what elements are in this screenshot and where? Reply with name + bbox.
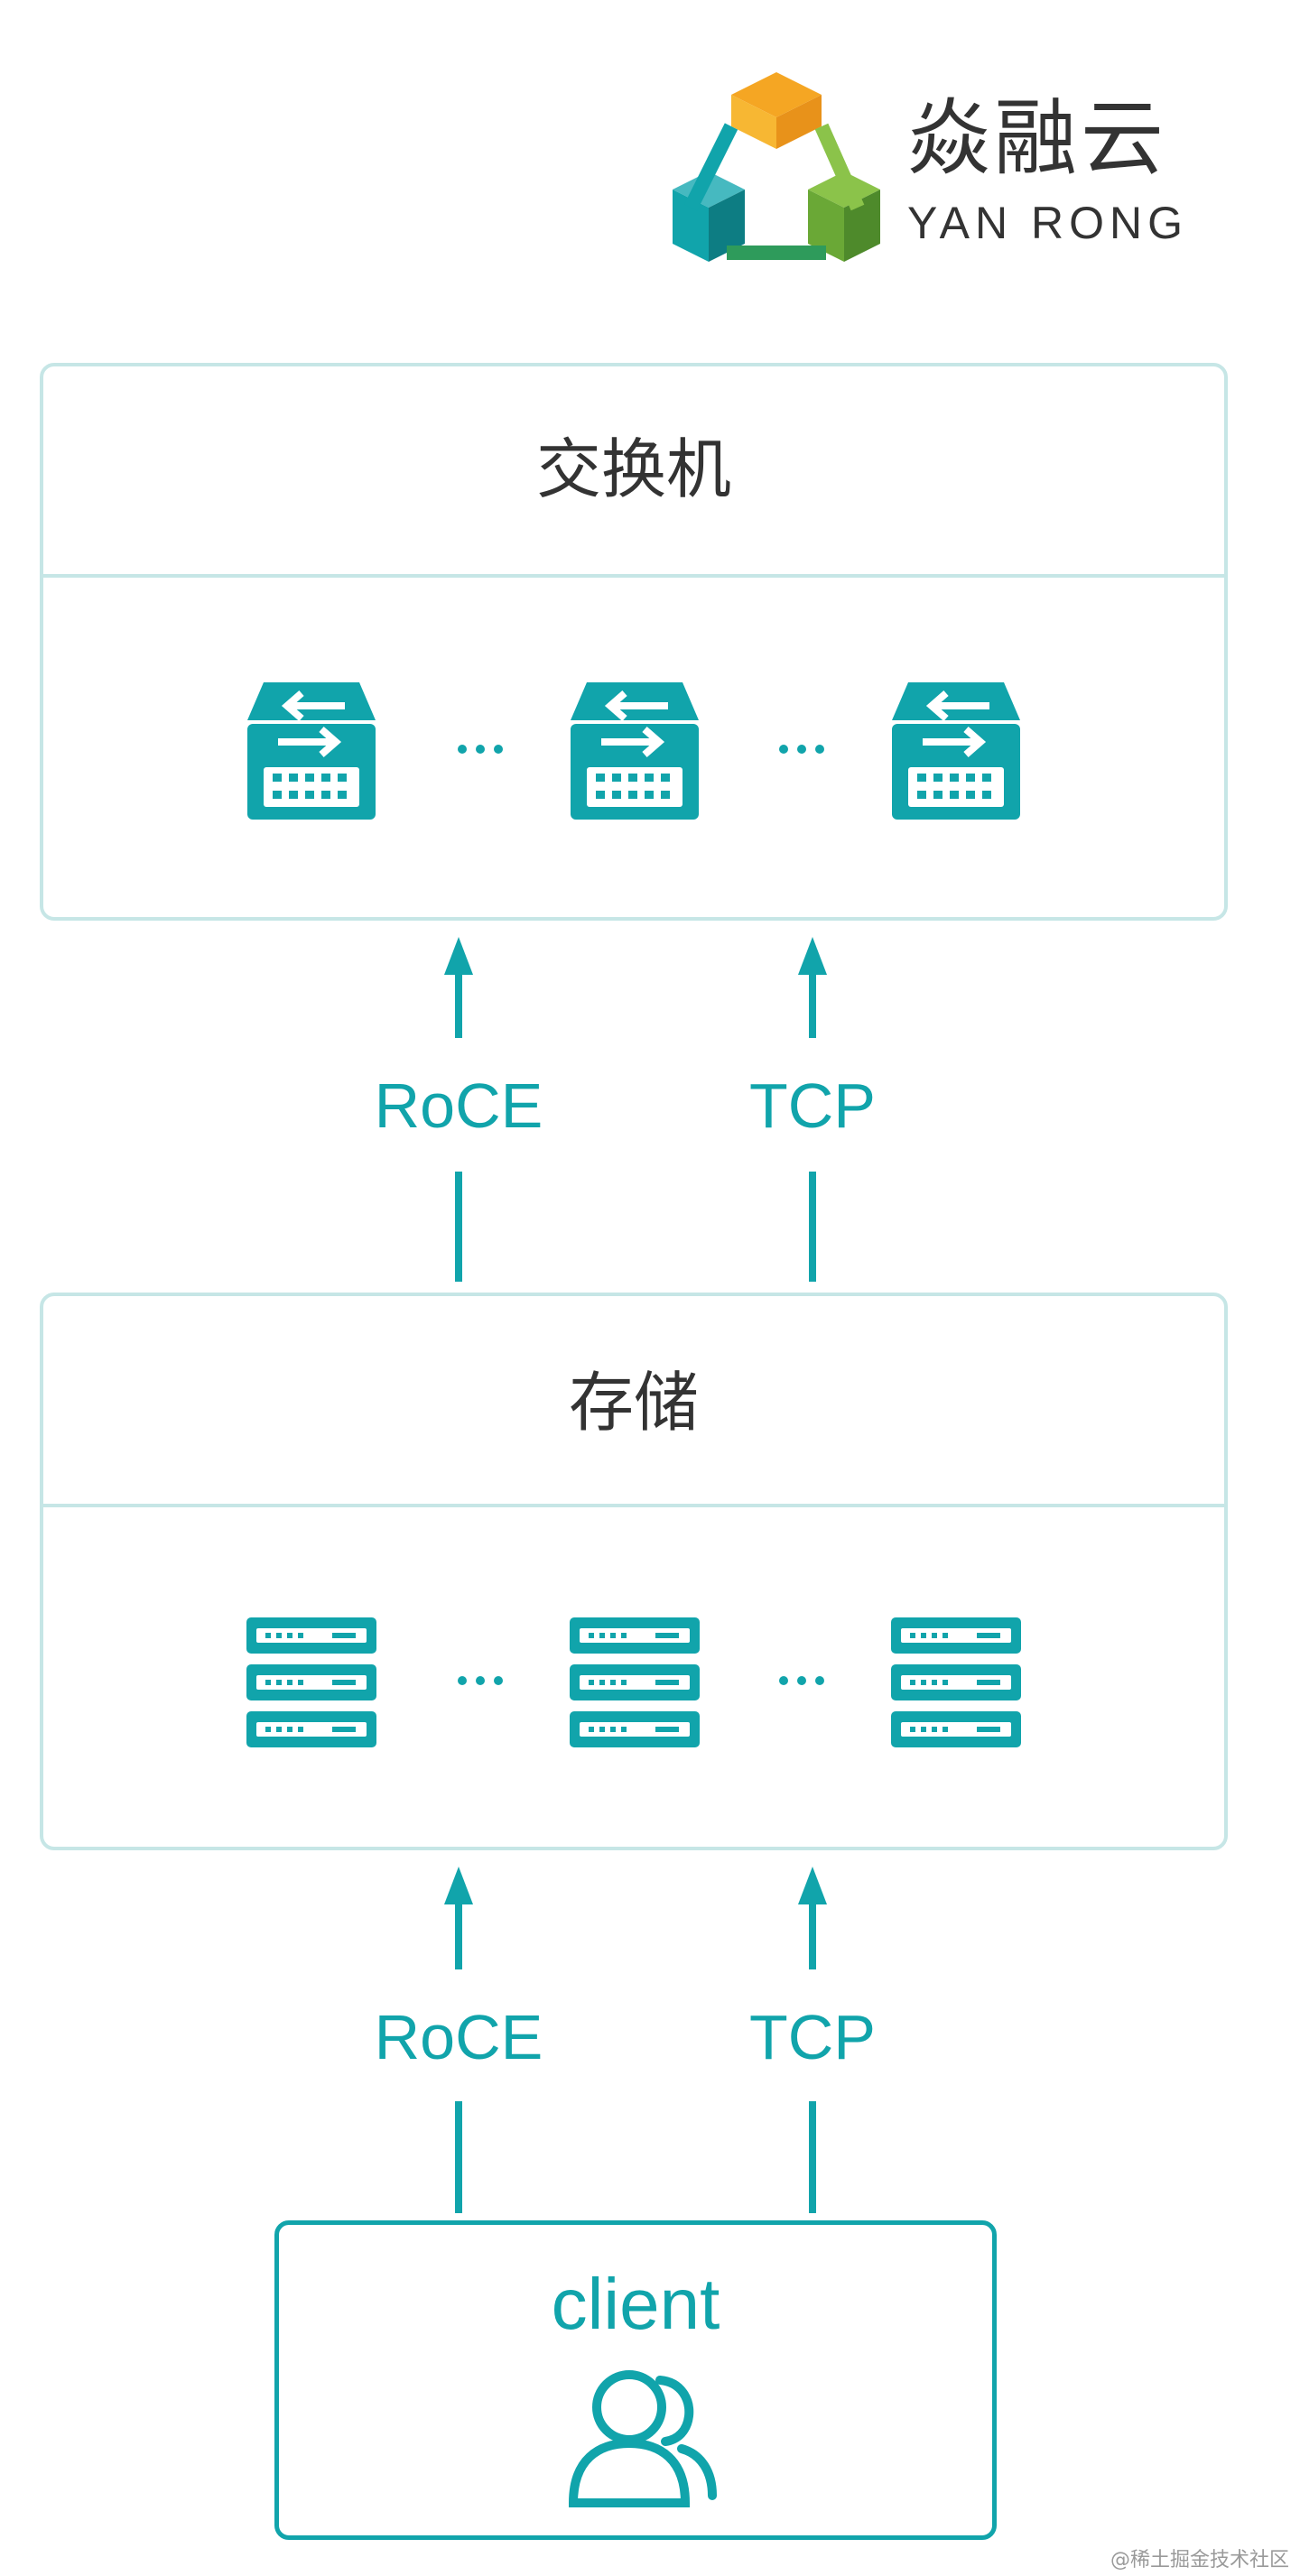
link-arrow-roce-lower [444, 1867, 473, 2213]
switch-box: 交换机 [40, 363, 1228, 921]
brand-name-cn: 焱融云 [907, 90, 1168, 187]
link-arrow-tcp-lower [798, 1867, 827, 2213]
client-label: client [551, 2264, 720, 2344]
brand-name-en: YAN RONG [907, 198, 1188, 248]
link-label-tcp-lower: TCP [749, 2002, 876, 2072]
storage-server-icon [244, 1614, 379, 1749]
storage-separator-1 [453, 1672, 507, 1690]
upper-link-arrows [444, 937, 827, 1282]
switch-box-title: 交换机 [535, 431, 731, 507]
link-label-tcp-upper: TCP [749, 1070, 876, 1141]
network-switch-icon [888, 679, 1024, 823]
switch-box-divider [43, 574, 1224, 578]
storage-box-title: 存储 [568, 1365, 699, 1441]
lower-link-arrows [444, 1867, 827, 2213]
watermark: @稀土掘金技术社区 [1110, 2549, 1290, 2571]
switch-separator-1 [453, 740, 507, 758]
storage-separator-2 [775, 1672, 829, 1690]
brand-logo [673, 72, 880, 271]
link-arrow-roce-upper [444, 937, 473, 1282]
storage-box-divider [43, 1504, 1224, 1507]
storage-server-icon [567, 1614, 702, 1749]
client-box: client [274, 2220, 997, 2540]
link-label-roce-lower: RoCE [374, 2002, 543, 2072]
switch-separator-2 [775, 740, 829, 758]
users-icon [568, 2370, 717, 2507]
storage-box: 存储 [40, 1293, 1228, 1850]
network-switch-icon [244, 679, 379, 823]
network-switch-icon [567, 679, 702, 823]
link-arrow-tcp-upper [798, 937, 827, 1282]
link-label-roce-upper: RoCE [374, 1070, 543, 1141]
logo-mark-icon [673, 72, 880, 262]
storage-server-icon [888, 1614, 1024, 1749]
